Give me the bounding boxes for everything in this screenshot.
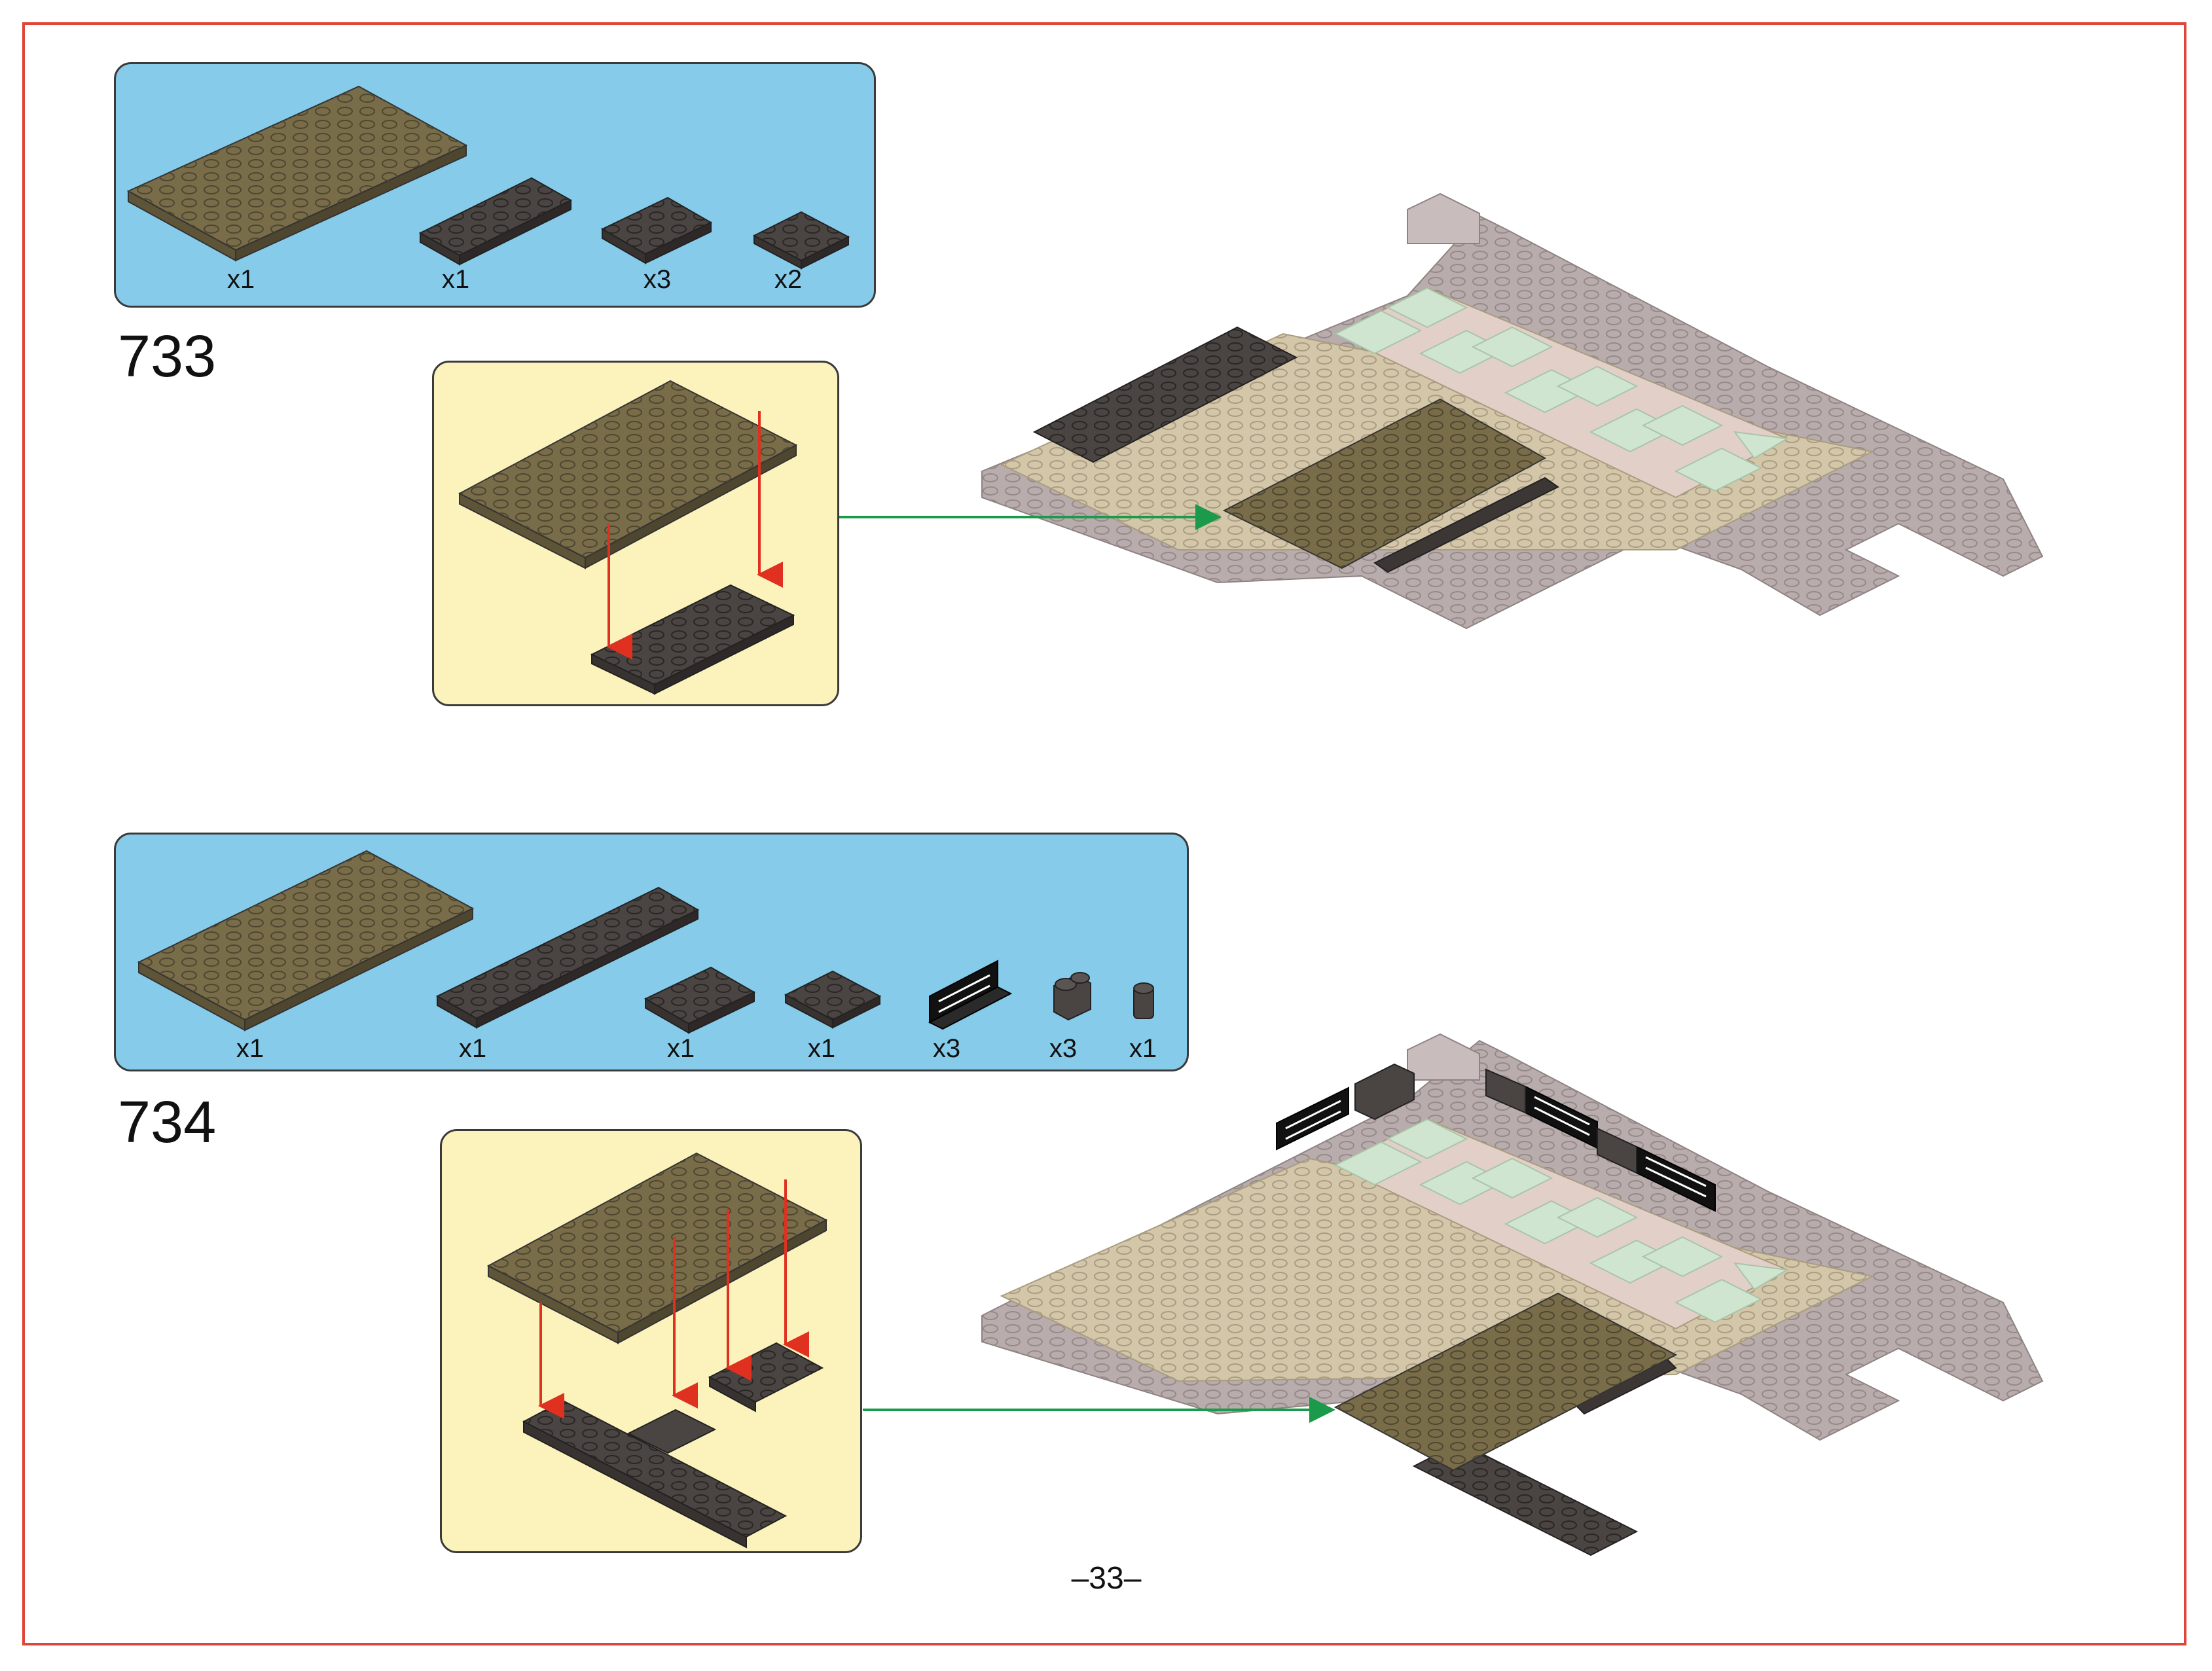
part-qty: x3 [643, 265, 672, 294]
page-number: –33– [1071, 1561, 1142, 1596]
part-dark-gray-plate-long [435, 886, 700, 1029]
part-qty: x1 [227, 265, 255, 294]
part-qty: x1 [807, 1034, 836, 1063]
part-qty: x2 [774, 265, 803, 294]
part-dark-gray-plate [644, 966, 756, 1034]
part-qty: x1 [458, 1034, 487, 1063]
part-dark-gray-plate [752, 211, 850, 270]
step-number: 733 [118, 324, 217, 389]
part-dark-gray-round-brick-1x1 [1133, 982, 1154, 1019]
part-dark-gray-plate [600, 196, 713, 264]
page-border [22, 22, 2186, 1645]
part-qty: x1 [666, 1034, 695, 1063]
subassembly-733 [458, 380, 798, 695]
model-733 [981, 192, 2044, 630]
part-dark-tan-plate [137, 850, 475, 1032]
part-black-fence [928, 960, 1013, 1030]
subassembly-734 [486, 1152, 828, 1549]
model-734 [981, 1033, 2044, 1556]
part-dark-gray-plate [784, 970, 882, 1029]
part-qty: x3 [932, 1034, 961, 1063]
part-dark-gray-round-brick-1x2 [1053, 972, 1091, 1021]
part-dark-tan-plate [126, 85, 468, 262]
part-qty: x3 [1049, 1034, 1078, 1063]
part-qty: x1 [236, 1034, 264, 1063]
part-qty: x1 [441, 265, 470, 294]
part-qty: x1 [1129, 1034, 1157, 1063]
step-number: 734 [118, 1090, 217, 1155]
part-dark-gray-plate [418, 177, 573, 266]
